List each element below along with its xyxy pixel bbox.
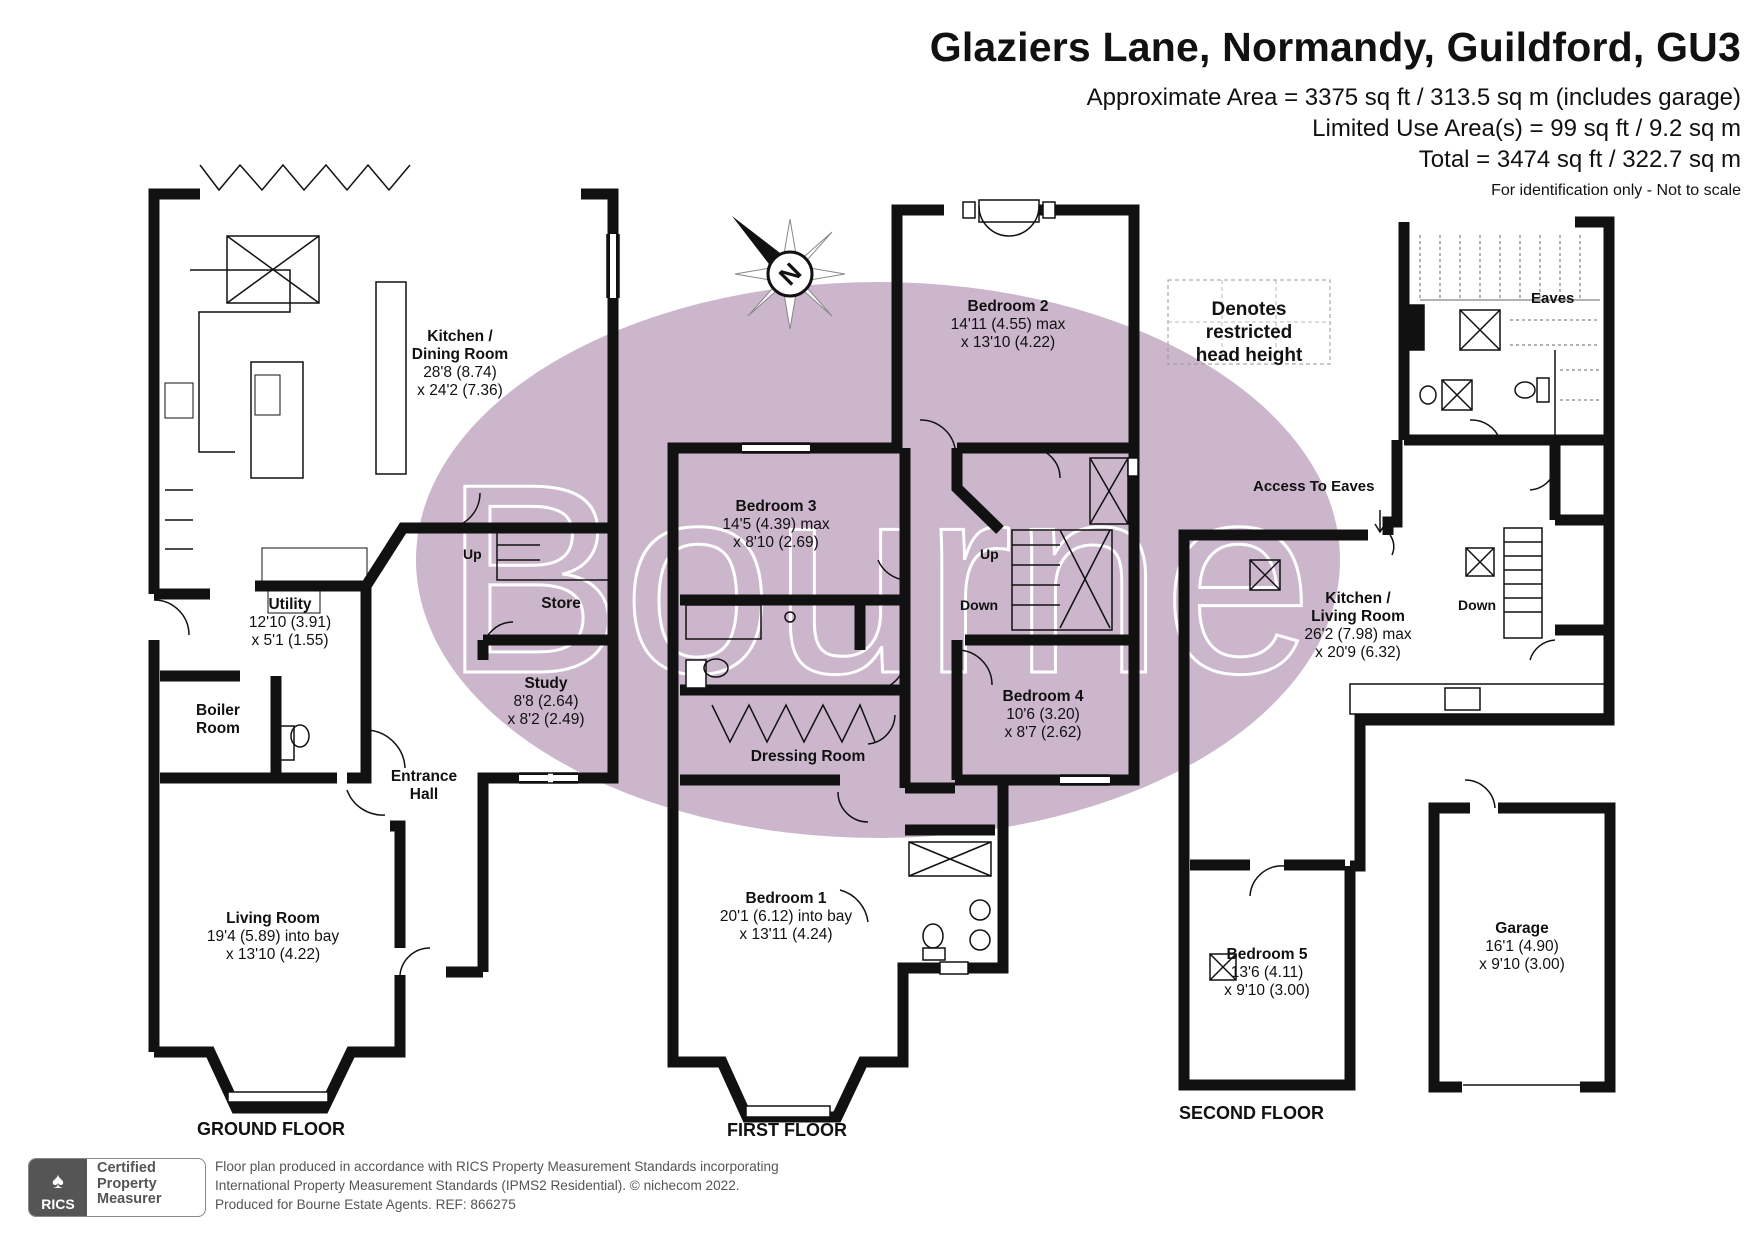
room-dimension: 19'4 (5.89) into bay <box>206 928 340 945</box>
room-dimension: x 13'11 (4.24) <box>739 926 833 943</box>
ground-floor-details <box>153 163 620 1103</box>
room-dimension: 20'1 (6.12) into bay <box>719 908 853 925</box>
room-dimension: x 13'10 (4.22) <box>960 334 1056 351</box>
stair-label-ground-up: Up <box>463 546 482 562</box>
room-bedroom-2: Bedroom 2 14'11 (4.55) max x 13'10 (4.22… <box>951 298 1066 352</box>
room-garage: Garage 16'1 (4.90) x 9'10 (3.00) <box>1479 920 1565 974</box>
room-kitchen-dining: Kitchen / Dining Room 28'8 (8.74) x 24'2… <box>412 328 508 400</box>
room-dimension: 13'6 (4.11) <box>1230 964 1304 981</box>
room-dimension: x 13'10 (4.22) <box>225 946 321 963</box>
room-name: Entrance <box>390 768 458 785</box>
room-utility: Utility 12'10 (3.91) x 5'1 (1.55) <box>249 596 331 650</box>
room-name: Room <box>196 720 240 737</box>
room-dimension: 14'11 (4.55) max <box>950 316 1066 333</box>
rics-lion-icon: ♠ <box>52 1168 64 1193</box>
room-dimension: 14'5 (4.39) max <box>722 516 830 533</box>
room-dimension: x 8'7 (2.62) <box>1004 724 1082 741</box>
rics-logo-text: RICS <box>41 1196 75 1212</box>
ground-floor-walls <box>148 188 619 1114</box>
total-area: Total = 3474 sq ft / 322.7 sq m <box>1418 146 1741 173</box>
room-dimension: 12'10 (3.91) <box>248 614 332 631</box>
room-dressing: Dressing Room <box>751 748 866 766</box>
second-floor-details <box>1209 235 1606 1086</box>
footer-notes: Floor plan produced in accordance with R… <box>215 1157 779 1214</box>
stair-label-first-down: Down <box>960 597 999 613</box>
room-dimension: x 24'2 (7.36) <box>417 382 503 399</box>
compass-icon: N <box>732 216 846 330</box>
room-name: Bedroom 5 <box>1226 946 1308 963</box>
first-floor-label: FIRST FLOOR <box>727 1120 847 1140</box>
room-dimension: 28'8 (8.74) <box>423 364 497 381</box>
room-dimension: x 20'9 (6.32) <box>1315 644 1401 661</box>
room-boiler: Boiler Room <box>196 702 240 738</box>
room-name: Bedroom 1 <box>745 890 827 907</box>
rics-certified-badge: ♠ RICS Certified Property Measurer <box>28 1158 206 1217</box>
room-dimension: x 5'1 (1.55) <box>251 632 329 649</box>
room-name: Kitchen / <box>427 328 493 345</box>
badge-text: Certified Property Measurer <box>87 1159 161 1216</box>
room-name: Study <box>524 675 568 692</box>
room-name: Boiler <box>196 702 240 719</box>
room-name: Bedroom 4 <box>1002 688 1084 705</box>
footer-line: Produced for Bourne Estate Agents. REF: … <box>215 1197 516 1212</box>
restricted-legend-line-1: Denotes restricted <box>1205 299 1293 343</box>
room-living: Living Room 19'4 (5.89) into bay x 13'10… <box>207 910 339 964</box>
room-name: Dining Room <box>411 346 509 363</box>
limited-use-area: Limited Use Area(s) = 99 sq ft / 9.2 sq … <box>1312 115 1741 142</box>
room-dimension: 26'2 (7.98) max <box>1304 626 1412 643</box>
room-dimension: 8'8 (2.64) <box>513 693 579 710</box>
room-bedroom-1: Bedroom 1 20'1 (6.12) into bay x 13'11 (… <box>720 890 852 944</box>
restricted-legend-label: Denotes restricted head height <box>1168 298 1330 367</box>
room-name: Bedroom 2 <box>967 298 1049 315</box>
badge-line: Certified <box>97 1160 156 1176</box>
footer-line: International Property Measurement Stand… <box>215 1178 740 1193</box>
room-name: Living Room <box>226 910 320 927</box>
room-name: Garage <box>1495 920 1549 937</box>
room-dimension: x 8'10 (2.69) <box>733 534 819 551</box>
badge-line: Property <box>97 1175 157 1192</box>
room-bedroom-4: Bedroom 4 10'6 (3.20) x 8'7 (2.62) <box>1003 688 1084 742</box>
room-dimension: x 8'2 (2.49) <box>507 711 585 728</box>
room-study: Study 8'8 (2.64) x 8'2 (2.49) <box>507 675 584 729</box>
first-floor-details <box>685 199 1139 1118</box>
room-dimension: x 9'10 (3.00) <box>1224 982 1310 999</box>
second-floor-label: SECOND FLOOR <box>1179 1103 1325 1123</box>
footer-line: Floor plan produced in accordance with R… <box>215 1159 779 1174</box>
room-kitchen-living: Kitchen / Living Room 26'2 (7.98) max x … <box>1304 590 1411 662</box>
second-floor-walls <box>1178 216 1616 1093</box>
room-dimension: x 9'10 (3.00) <box>1479 956 1565 973</box>
room-name: Dressing Room <box>750 748 866 765</box>
page-title: Glaziers Lane, Normandy, Guildford, GU3 <box>929 24 1741 70</box>
room-bedroom-5: Bedroom 5 13'6 (4.11) x 9'10 (3.00) <box>1224 946 1310 1000</box>
eaves-label: Eaves <box>1531 290 1575 307</box>
rics-logo: ♠ RICS <box>29 1159 87 1216</box>
room-name: Store <box>541 595 581 612</box>
room-name: Living Room <box>1311 608 1405 625</box>
room-bedroom-3: Bedroom 3 14'5 (4.39) max x 8'10 (2.69) <box>722 498 829 552</box>
room-entrance-hall: Entrance Hall <box>391 768 457 804</box>
room-store: Store <box>541 595 581 613</box>
stair-label-first-up: Up <box>980 546 999 562</box>
stair-label-second-down: Down <box>1458 597 1497 613</box>
room-name: Kitchen / <box>1325 590 1391 607</box>
approximate-area: Approximate Area = 3375 sq ft / 313.5 sq… <box>1086 84 1741 111</box>
restricted-legend-line-2: head height <box>1195 345 1303 366</box>
room-dimension: 10'6 (3.20) <box>1006 706 1080 723</box>
identification-note: For identification only - Not to scale <box>1491 182 1741 199</box>
room-name: Hall <box>409 786 439 803</box>
access-to-eaves-label: Access To Eaves <box>1253 478 1375 495</box>
room-dimension: 16'1 (4.90) <box>1485 938 1559 955</box>
badge-line: Measurer <box>97 1191 162 1207</box>
room-name: Utility <box>268 596 312 613</box>
room-name: Bedroom 3 <box>735 498 817 515</box>
ground-floor-label: GROUND FLOOR <box>197 1119 345 1139</box>
